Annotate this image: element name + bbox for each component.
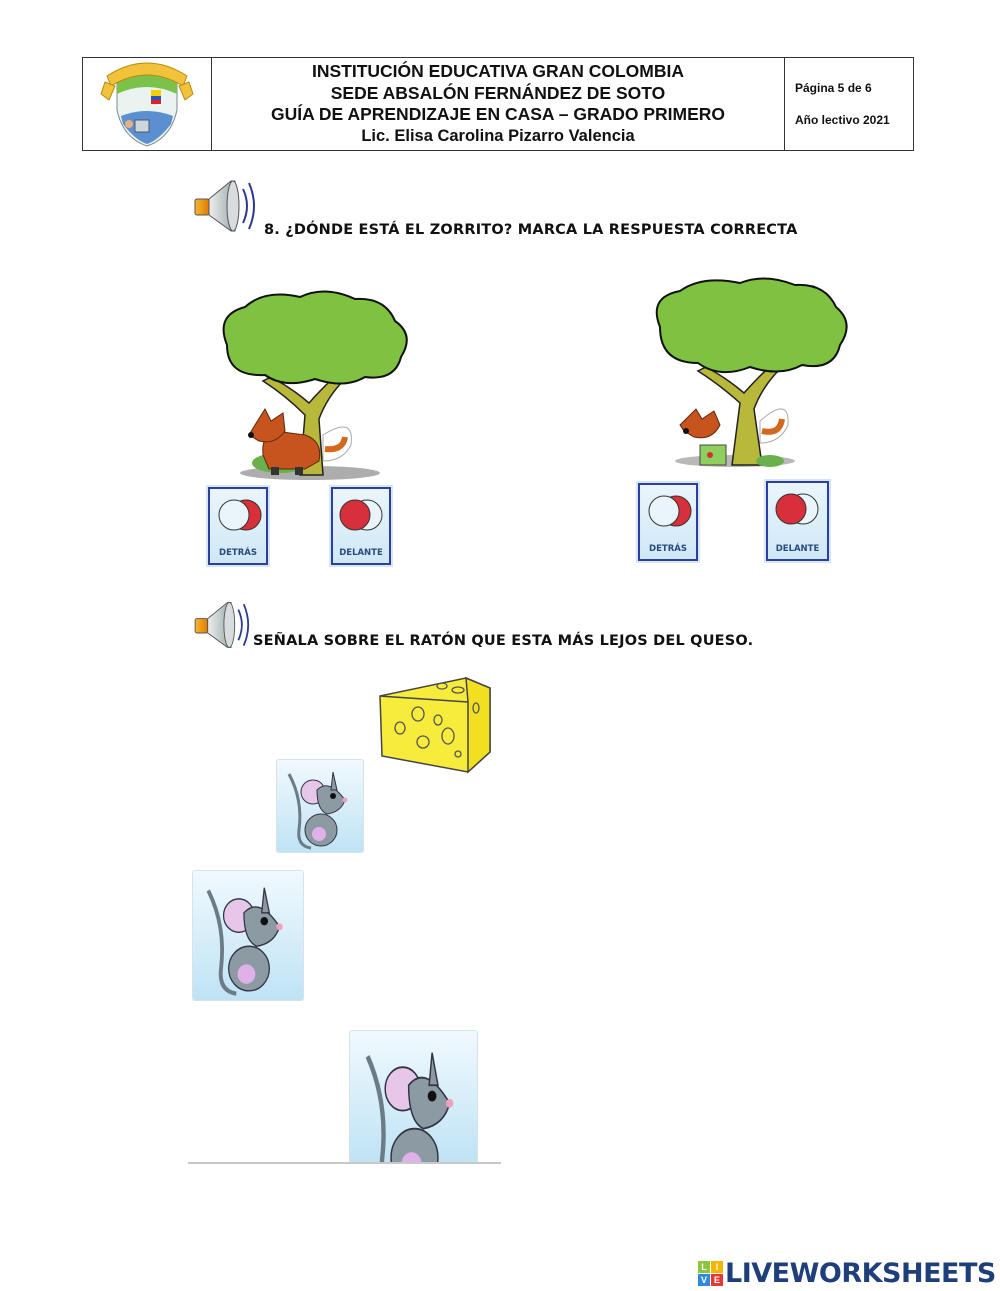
speaker-icon[interactable]: [193, 175, 259, 235]
brand-name: LIVEWORKSHEETS: [725, 1258, 996, 1289]
mouse-far[interactable]: [349, 1030, 478, 1163]
school-name: INSTITUCIÓN EDUCATIVA GRAN COLOMBIA: [311, 61, 685, 81]
option-label: DETRÁS: [219, 548, 257, 558]
scene-fox-in-front: [205, 285, 415, 485]
badge-letter: V: [698, 1274, 710, 1286]
mouse-near-cheese[interactable]: [276, 759, 364, 853]
option-label: DELANTE: [339, 548, 383, 558]
image-bottom-divider: [188, 1162, 501, 1164]
document-header: INSTITUCIÓN EDUCATIVA GRAN COLOMBIA SEDE…: [82, 57, 914, 151]
scene-fox-behind: [640, 275, 855, 475]
question-9-title: SEÑALA SOBRE EL RATÓN QUE ESTA MÁS LEJOS…: [253, 633, 754, 649]
guide-title: GUÍA DE APRENDIZAJE EN CASA – GRADO PRIM…: [270, 104, 726, 124]
badge-letter: E: [711, 1274, 723, 1286]
liveworksheets-logo: L I V E LIVEWORKSHEETS: [698, 1258, 996, 1289]
mouse-icon: [206, 887, 283, 996]
front-circles-icon: [339, 499, 383, 531]
option-label: DELANTE: [775, 544, 820, 554]
page-number: Página 5 de 6: [795, 81, 872, 95]
front-circles-icon: [775, 493, 819, 525]
option-label: DETRÁS: [649, 544, 687, 554]
school-year: Año lectivo 2021: [795, 113, 890, 127]
speaker-icon[interactable]: [193, 597, 253, 651]
badge-letter: L: [698, 1261, 710, 1273]
question-8-title: 8. ¿DÓNDE ESTÁ EL ZORRITO? MARCA LA RESP…: [264, 222, 798, 238]
live-badge-icon: L I V E: [698, 1261, 723, 1286]
badge-letter: I: [711, 1261, 723, 1273]
behind-circles-icon: [218, 499, 262, 531]
cheese-image: [378, 676, 496, 774]
school-logo: [83, 58, 212, 150]
teacher-name: Lic. Elisa Carolina Pizarro Valencia: [361, 126, 635, 145]
mouse-icon: [287, 771, 348, 850]
option-detras-scene2[interactable]: DETRÁS: [638, 483, 698, 561]
behind-circles-icon: [648, 495, 692, 527]
option-delante-scene2[interactable]: DELANTE: [766, 481, 829, 561]
mouse-icon: [365, 1052, 454, 1163]
header-meta: Página 5 de 6 Año lectivo 2021: [785, 58, 913, 150]
option-detras-scene1[interactable]: DETRÁS: [208, 487, 268, 565]
mouse-middle[interactable]: [192, 870, 304, 1001]
school-crest-icon: [100, 62, 194, 147]
campus-name: SEDE ABSALÓN FERNÁNDEZ DE SOTO: [330, 82, 666, 103]
header-title-block: INSTITUCIÓN EDUCATIVA GRAN COLOMBIA SEDE…: [212, 58, 785, 150]
option-delante-scene1[interactable]: DELANTE: [331, 487, 391, 565]
